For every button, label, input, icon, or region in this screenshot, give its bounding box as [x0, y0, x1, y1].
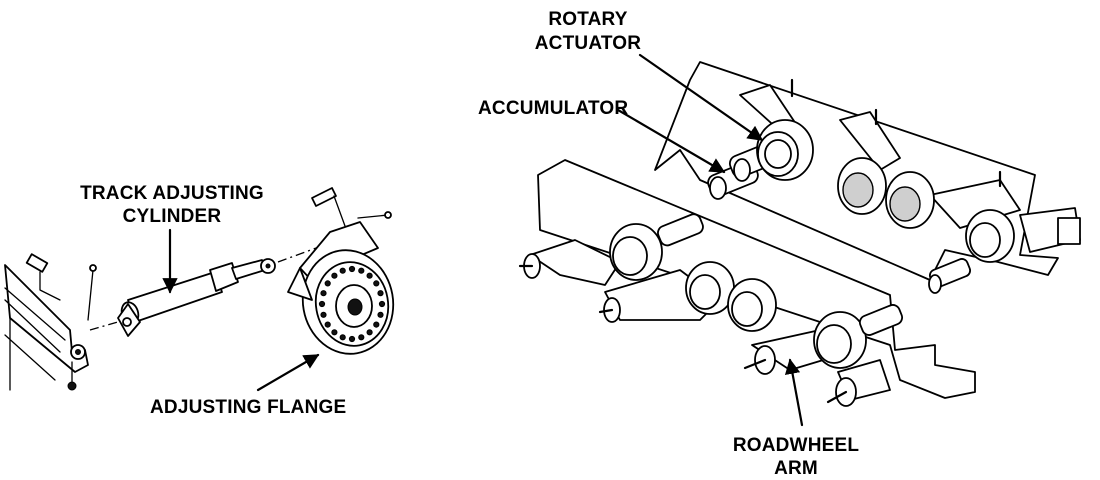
upper-row	[707, 78, 1081, 294]
arrow-rotary-actuator	[638, 53, 764, 142]
flange-bolt	[378, 300, 386, 308]
flange-bolt	[373, 321, 380, 328]
flange-bolt	[377, 311, 384, 318]
flange-bolt	[320, 311, 327, 318]
label-accumulator: ACCUMULATOR	[478, 98, 628, 119]
label-track-adjusting-cylinder-line1: TRACK ADJUSTING	[80, 183, 264, 204]
leader-arrows	[162, 53, 804, 427]
flange-bolt	[324, 321, 331, 328]
flange-bolt	[366, 272, 373, 279]
flange-bolt	[331, 329, 338, 336]
label-track-adjusting-cylinder-line2: CYLINDER	[123, 206, 222, 227]
flange-bolt	[339, 334, 346, 341]
label-adjusting-flange: ADJUSTING FLANGE	[150, 397, 346, 418]
flange-bolt	[324, 280, 331, 287]
flange-bolt	[320, 290, 327, 297]
flange-bolt	[331, 272, 338, 279]
hull-bracket	[4, 253, 97, 391]
left-assembly	[4, 187, 395, 391]
lower-row	[518, 213, 904, 407]
flange-bolt	[366, 329, 373, 336]
label-rotary-actuator-line2: ACTUATOR	[535, 33, 642, 54]
flange-bolt	[358, 334, 365, 341]
flange-bolt	[318, 300, 326, 308]
flange-bolt	[373, 280, 380, 287]
flange-bolt	[377, 290, 384, 297]
flange-bolt	[358, 267, 365, 274]
track-adjusting-cylinder	[89, 239, 339, 337]
flange-bolt	[348, 265, 356, 273]
adjusting-flange	[287, 187, 395, 355]
label-roadwheel-arm-line2: ARM	[774, 458, 818, 479]
label-rotary-actuator-line1: ROTARY	[548, 9, 627, 30]
flange-bolt	[348, 335, 356, 343]
flange-bolt	[339, 267, 346, 274]
arrow-adjusting-flange	[256, 353, 320, 392]
arrow-roadwheel-arm	[784, 358, 804, 427]
labels: TRACK ADJUSTING CYLINDER ADJUSTING FLANG…	[80, 9, 859, 479]
right-assembly	[518, 61, 1081, 407]
arrow-accumulator	[616, 108, 726, 174]
label-roadwheel-arm-line1: ROADWHEEL	[733, 435, 860, 456]
